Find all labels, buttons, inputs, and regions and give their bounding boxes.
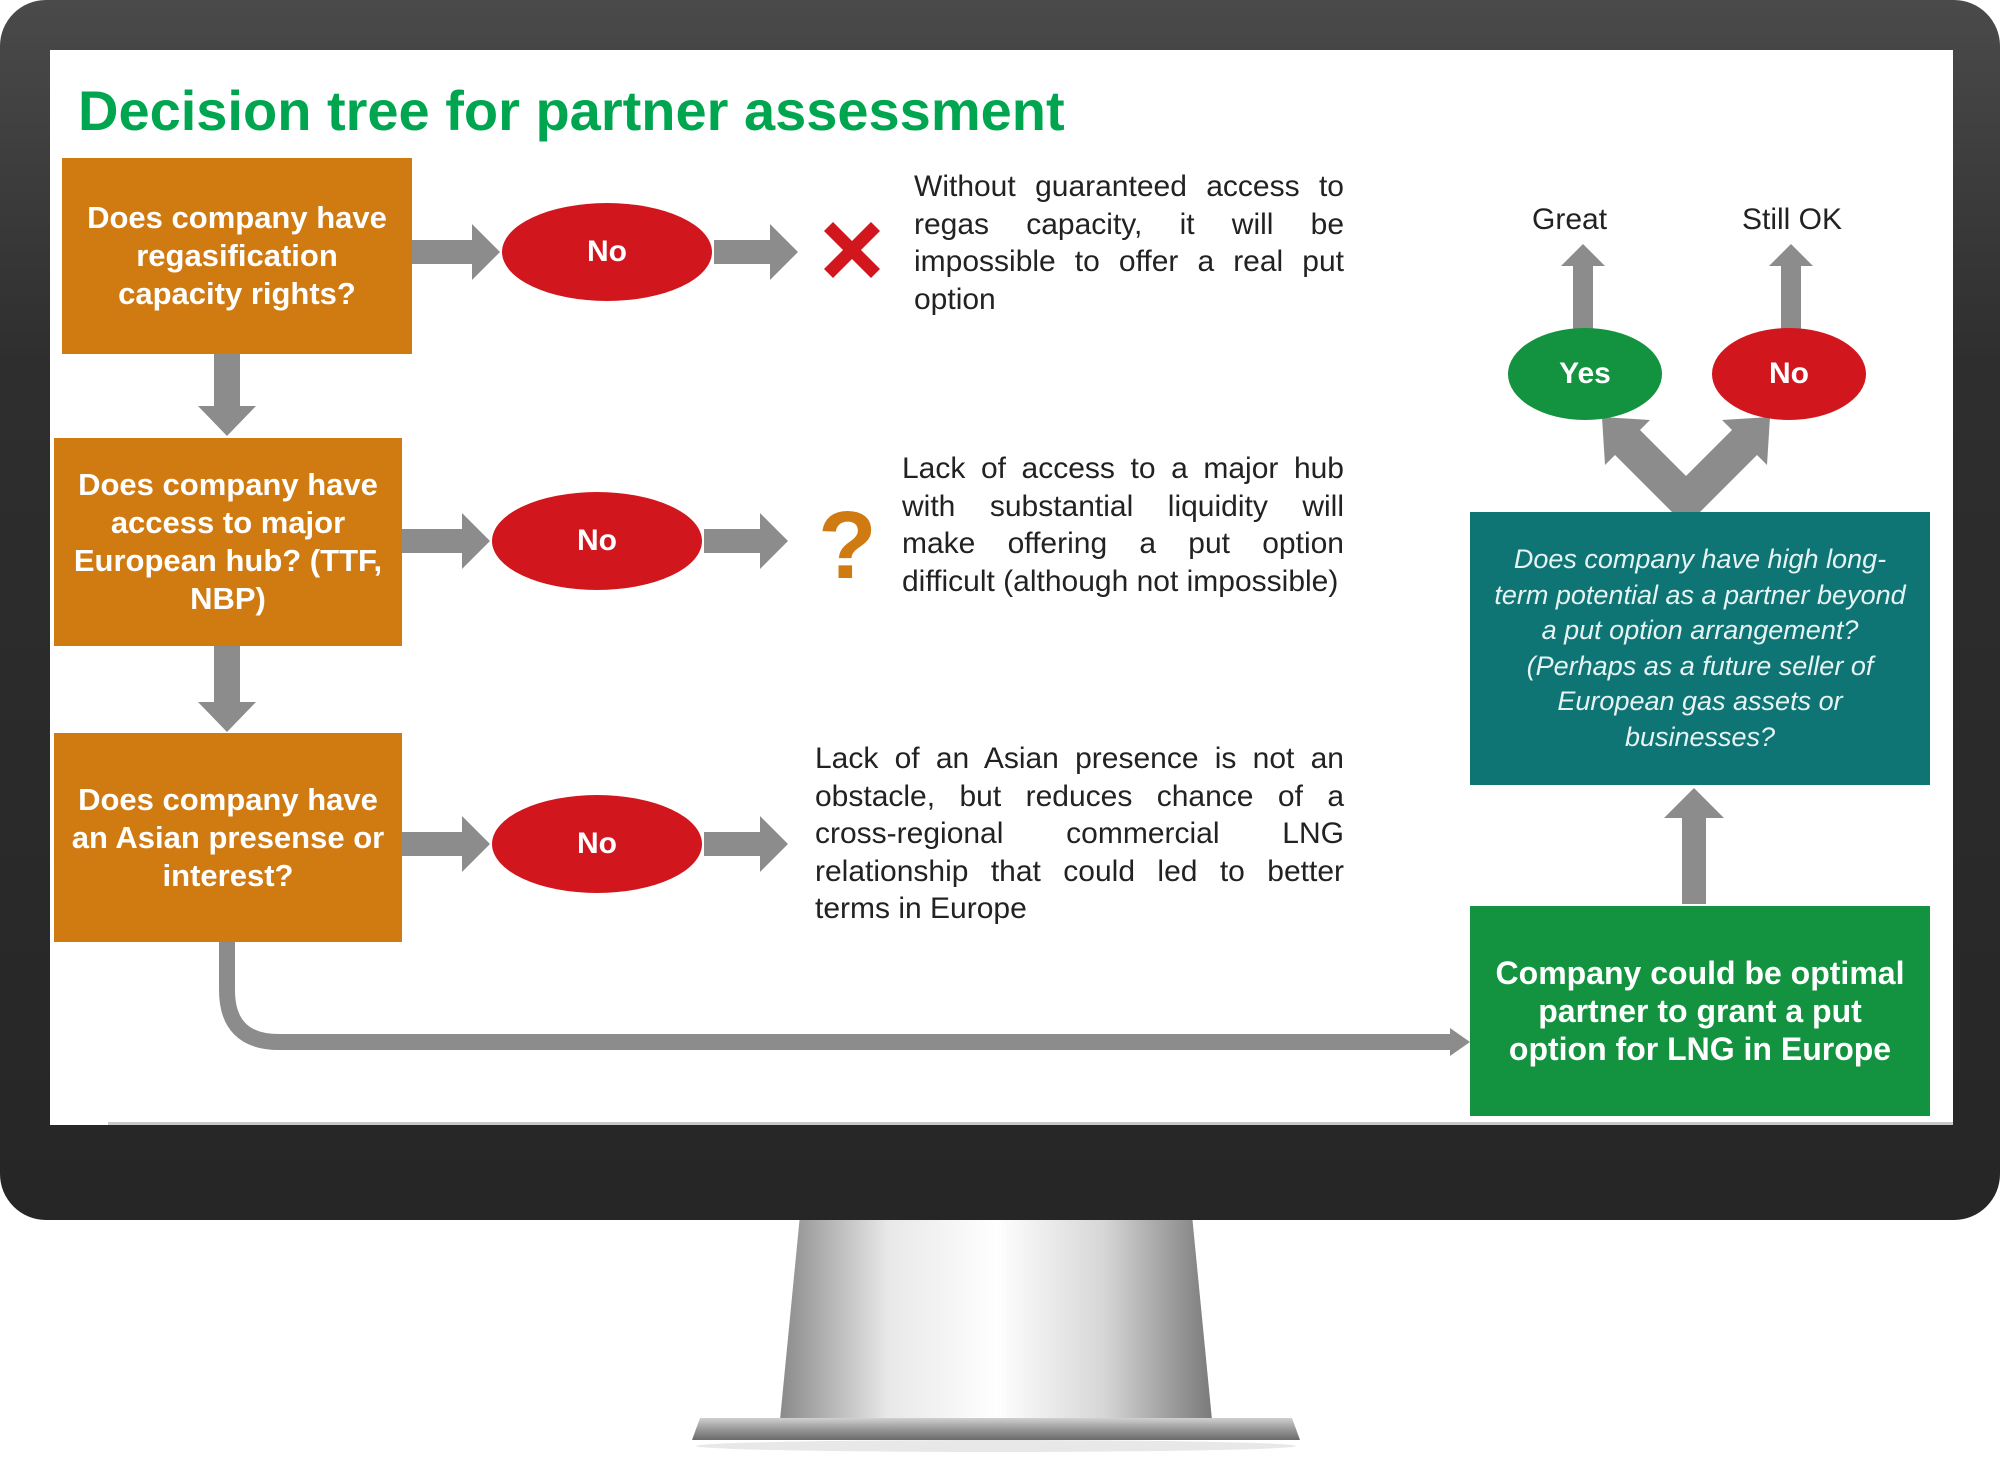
question-text: Does company have an Asian presense or i… [71, 781, 385, 893]
slide-title: Decision tree for partner assessment [78, 79, 1065, 142]
no-label: No [587, 235, 627, 268]
long-term-question-box: Does company have high long-term potenti… [1470, 512, 1930, 785]
long-term-question-text: Does company have high long-term potenti… [1494, 544, 1906, 752]
note-asian: Lack of an Asian presence is not an obst… [815, 742, 1344, 925]
note-regas: Without guaranteed access to regas capac… [914, 170, 1344, 316]
question-icon: ? [818, 492, 877, 599]
no-label: No [1769, 357, 1809, 390]
arrow-no-to-stillok [1769, 244, 1813, 330]
no-oval: No [492, 492, 702, 590]
note-hub: Lack of access to a major hub with subst… [902, 452, 1344, 598]
connector-arrowhead [1450, 1028, 1470, 1056]
arrow-yes-to-great [1561, 244, 1605, 330]
no-oval: No [492, 795, 702, 893]
screen-divider [108, 1122, 1953, 1125]
arrow-no1-to-outcome [714, 224, 798, 280]
outcome-great: Great [1532, 203, 1608, 236]
arrow-q2-to-no [402, 513, 490, 569]
question-text: Does company have regasification capacit… [87, 200, 387, 311]
connector-q3-to-optimal [219, 942, 1454, 1050]
question-box-regas: Does company have regasification capacit… [62, 158, 412, 354]
no-oval: No [502, 203, 712, 301]
question-box-hub: Does company have access to major Europe… [54, 438, 402, 646]
arrow-q2-to-q3 [198, 646, 256, 732]
yes-label: Yes [1559, 357, 1611, 390]
outcome-still-ok: Still OK [1742, 203, 1843, 236]
optimal-partner-box: Company could be optimal partner to gran… [1470, 906, 1930, 1116]
yes-oval: Yes [1508, 328, 1662, 420]
arrow-q3-to-no [402, 816, 490, 872]
arrow-no3-to-note [704, 816, 788, 872]
arrow-no2-to-outcome [704, 513, 788, 569]
arrow-optimal-to-longterm [1664, 788, 1724, 904]
optimal-partner-text: Company could be optimal partner to gran… [1495, 955, 1905, 1067]
no-label: No [577, 524, 617, 557]
no-oval: No [1712, 328, 1866, 420]
arrow-q1-to-q2 [198, 354, 256, 436]
question-text: Does company have access to major Europe… [73, 467, 383, 616]
arrow-split-to-no [1674, 417, 1770, 512]
no-label: No [577, 827, 617, 860]
cross-icon [824, 222, 880, 278]
question-box-asian: Does company have an Asian presense or i… [54, 733, 402, 942]
arrow-q1-to-no [412, 224, 500, 280]
